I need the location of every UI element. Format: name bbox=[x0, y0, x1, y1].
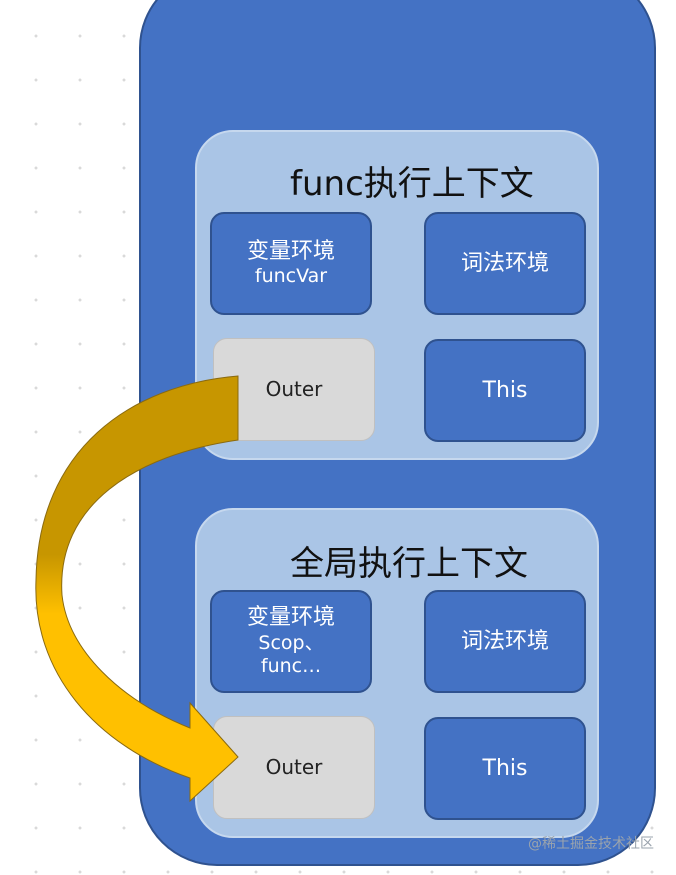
global-outer-box: Outer bbox=[213, 716, 375, 819]
outer-arrow-shape bbox=[35, 375, 239, 803]
func-context-title: func执行上下文 bbox=[290, 164, 534, 204]
global-lexical-environment: 词法环境 bbox=[424, 590, 586, 693]
func-variable-environment: 变量环境 funcVar bbox=[210, 212, 372, 315]
func-this-box: This bbox=[424, 339, 586, 442]
global-variable-environment: 变量环境 Scop、 func… bbox=[210, 590, 372, 693]
global-outer-label: Outer bbox=[265, 755, 323, 779]
func-outer-label: Outer bbox=[265, 377, 323, 401]
func-variable-env-value: funcVar bbox=[254, 265, 328, 288]
func-lexical-env-label: 词法环境 bbox=[460, 250, 549, 276]
global-this-box: This bbox=[424, 717, 586, 820]
func-outer-box: Outer bbox=[213, 338, 375, 441]
watermark: @稀土掘金技术社区 bbox=[528, 836, 654, 852]
func-this-label: This bbox=[482, 377, 528, 403]
global-variable-env-label: 变量环境 bbox=[246, 605, 335, 630]
global-context-title: 全局执行上下文 bbox=[290, 544, 528, 584]
func-lexical-environment: 词法环境 bbox=[424, 212, 586, 315]
global-lexical-env-label: 词法环境 bbox=[460, 628, 549, 654]
global-this-label: This bbox=[482, 755, 528, 781]
func-variable-env-label: 变量环境 bbox=[246, 238, 335, 264]
global-variable-env-value-1: Scop、 bbox=[258, 631, 324, 654]
global-variable-env-value-2: func… bbox=[260, 655, 322, 678]
